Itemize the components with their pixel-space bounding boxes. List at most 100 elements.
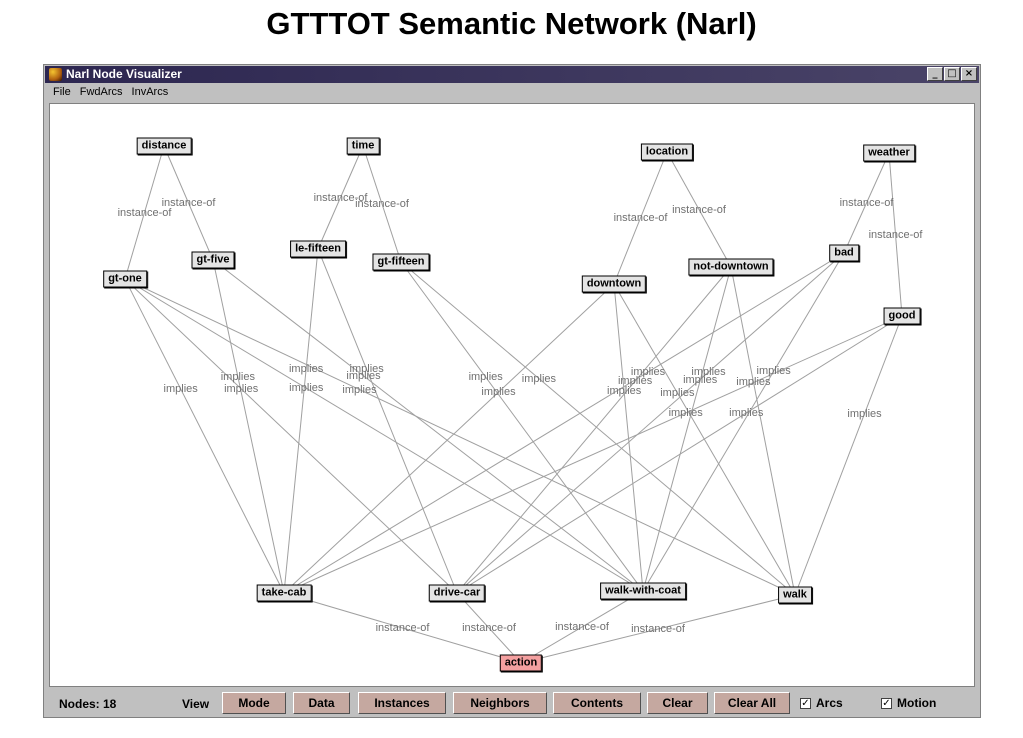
- edge-gt-fifteen-walk: [400, 261, 796, 596]
- mode-button[interactable]: Mode: [222, 692, 286, 714]
- edge-label: implies: [163, 382, 198, 395]
- contents-button[interactable]: Contents: [553, 692, 641, 714]
- edge-label: implies: [847, 407, 882, 420]
- node-time[interactable]: time: [346, 137, 380, 155]
- edge-label: instance-of: [355, 198, 409, 210]
- motion-label: Motion: [897, 696, 937, 710]
- page-title: GTTTOT Semantic Network (Narl): [266, 6, 757, 41]
- node-downtown[interactable]: downtown: [581, 275, 647, 293]
- edge-label: instance-of: [839, 197, 894, 209]
- menu-invarcs[interactable]: InvArcs: [131, 86, 169, 98]
- edge-not-downtown-walk: [730, 266, 796, 596]
- window-title: Narl Node Visualizer: [66, 67, 182, 81]
- node-location[interactable]: location: [640, 143, 694, 161]
- edge-downtown-take-cab: [283, 283, 615, 594]
- edge-gt-five-take-cab: [212, 259, 285, 594]
- edge-label: implies: [668, 406, 703, 419]
- maximize-button[interactable]: □: [944, 67, 960, 81]
- node-good[interactable]: good: [883, 307, 921, 325]
- arcs-label: Arcs: [816, 696, 843, 710]
- node-gt-one[interactable]: gt-one: [103, 270, 147, 288]
- edge-bad-take-cab: [283, 252, 845, 594]
- edge-bad-drive-car: [456, 252, 845, 594]
- node-distance[interactable]: distance: [136, 137, 192, 155]
- motion-check-icon[interactable]: ✓: [881, 697, 892, 709]
- edge-gt-five-walk-with-coat: [212, 259, 644, 592]
- edge-label: instance-of: [313, 191, 368, 204]
- close-button[interactable]: ×: [961, 67, 977, 81]
- edge-label: instance-of: [613, 212, 668, 224]
- app-window: Narl Node Visualizer _ □ × File FwdArcs …: [43, 64, 981, 718]
- data-button[interactable]: Data: [293, 692, 350, 714]
- instances-button[interactable]: Instances: [358, 692, 446, 714]
- menu-bar: File FwdArcs InvArcs: [45, 84, 979, 100]
- node-drive-car[interactable]: drive-car: [428, 584, 486, 602]
- node-walk[interactable]: walk: [778, 586, 812, 604]
- edge-label: instance-of: [631, 623, 685, 635]
- node-gt-five[interactable]: gt-five: [191, 251, 235, 269]
- edge-label: implies: [468, 371, 503, 384]
- edge-drive-car-action: [456, 592, 522, 664]
- node-walk-with-coat[interactable]: walk-with-coat: [600, 582, 686, 600]
- edge-gt-one-drive-car: [124, 278, 458, 594]
- menu-file[interactable]: File: [53, 86, 71, 98]
- window-controls: _ □ ×: [927, 67, 977, 81]
- edge-gt-fifteen-time: [362, 145, 402, 263]
- edge-not-downtown-location: [666, 151, 732, 268]
- edge-gt-one-take-cab: [124, 278, 285, 594]
- node-count: Nodes: 18: [59, 697, 117, 711]
- node-le-fifteen[interactable]: le-fifteen: [290, 240, 346, 258]
- node-not-downtown[interactable]: not-downtown: [688, 258, 774, 276]
- edge-walk-with-coat-action: [520, 590, 644, 664]
- edge-label: instance-of: [555, 621, 609, 633]
- edge-gt-fifteen-walk-with-coat: [400, 261, 644, 592]
- edge-le-fifteen-take-cab: [283, 248, 319, 594]
- edge-label: implies: [617, 375, 653, 388]
- minimize-button[interactable]: _: [927, 67, 943, 81]
- edge-label: implies: [691, 366, 726, 378]
- clear-all-button[interactable]: Clear All: [714, 692, 790, 714]
- edge-label: instance-of: [868, 228, 923, 241]
- edge-label: implies: [289, 382, 324, 395]
- node-bad[interactable]: bad: [829, 244, 859, 262]
- node-action[interactable]: action: [499, 654, 543, 672]
- edge-label: instance-of: [161, 197, 216, 209]
- edge-downtown-location: [613, 151, 668, 285]
- edge-label: instance-of: [462, 622, 516, 634]
- edge-label: implies: [607, 385, 642, 398]
- edge-label: implies: [729, 406, 764, 419]
- edge-not-downtown-walk-with-coat: [642, 266, 732, 592]
- edge-gt-one-distance: [124, 145, 165, 280]
- edge-gt-one-walk: [124, 278, 796, 596]
- neighbors-button[interactable]: Neighbors: [453, 692, 547, 714]
- edge-label: implies: [521, 372, 557, 385]
- edge-label: implies: [630, 366, 666, 378]
- edge-label: implies: [683, 374, 718, 387]
- edge-label: implies: [736, 375, 771, 388]
- menu-fwdarcs[interactable]: FwdArcs: [79, 86, 123, 98]
- node-weather[interactable]: weather: [863, 144, 915, 162]
- edge-gt-one-walk-with-coat: [124, 278, 644, 592]
- edge-label: implies: [660, 386, 695, 399]
- edge-label: implies: [756, 365, 791, 378]
- clear-button[interactable]: Clear: [647, 692, 708, 714]
- edge-downtown-walk-with-coat: [613, 283, 644, 592]
- edge-le-fifteen-drive-car: [317, 248, 458, 594]
- edge-label: implies: [346, 369, 381, 382]
- view-label: View: [182, 697, 210, 711]
- edge-label: implies: [481, 386, 516, 399]
- edge-label: implies: [220, 370, 255, 383]
- status-bar: Nodes: 18 View Mode Data Instances Neigh…: [45, 689, 979, 717]
- node-gt-fifteen[interactable]: gt-fifteen: [372, 253, 430, 271]
- edge-label: instance-of: [117, 206, 172, 219]
- arcs-check-icon[interactable]: ✓: [800, 697, 811, 709]
- arcs-checkbox[interactable]: ✓ Arcs: [800, 696, 843, 710]
- node-take-cab[interactable]: take-cab: [256, 584, 312, 602]
- edge-label: instance-of: [672, 203, 726, 216]
- motion-checkbox[interactable]: ✓ Motion: [881, 696, 936, 710]
- edge-bad-walk-with-coat: [642, 252, 845, 592]
- edge-good-drive-car: [456, 315, 903, 594]
- title-bar[interactable]: Narl Node Visualizer _ □ ×: [45, 66, 979, 83]
- edge-label: implies: [349, 363, 384, 376]
